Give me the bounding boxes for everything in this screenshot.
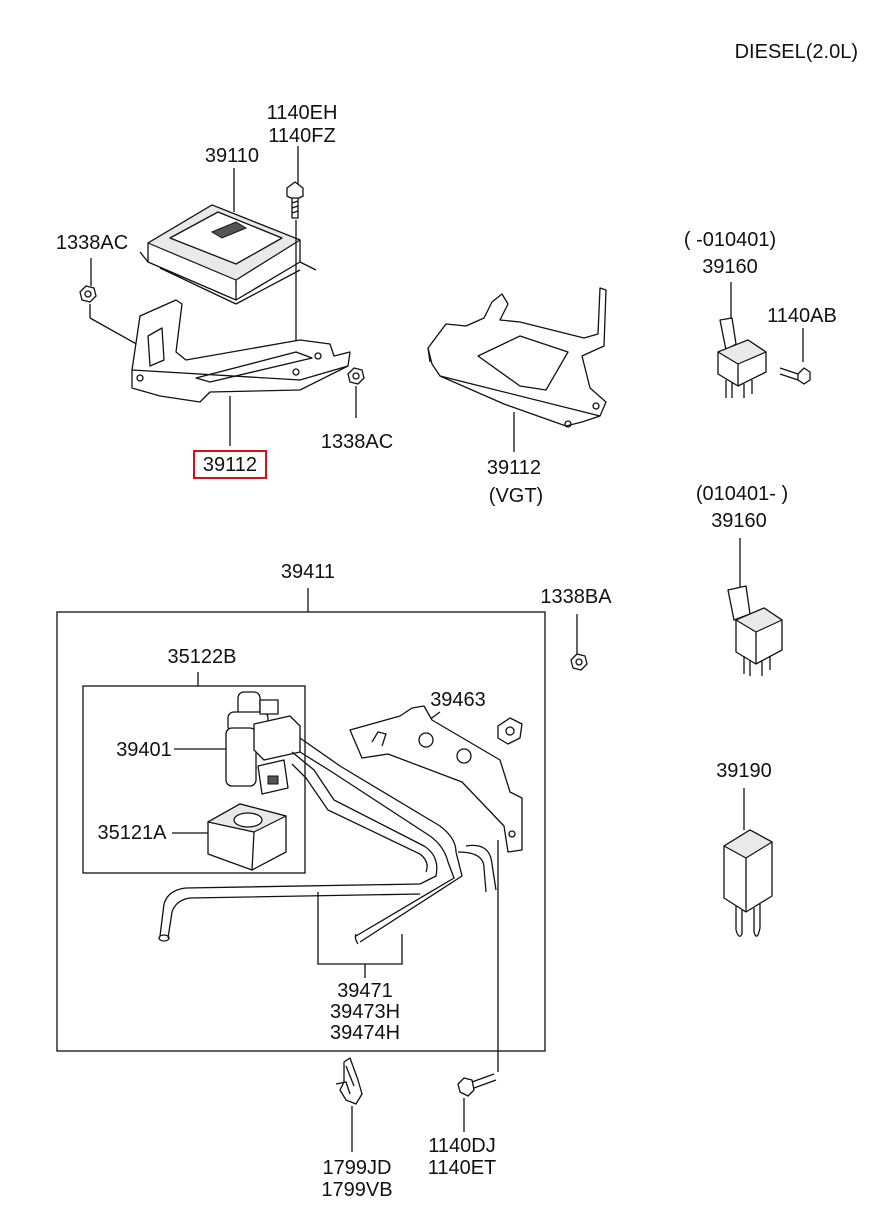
hose-bracket[interactable]: [349, 705, 523, 853]
leader-hoses: [317, 892, 403, 965]
vacuum-hoses[interactable]: [158, 737, 497, 945]
label-relay-top-range: ( -010401): [684, 229, 776, 251]
label-nut-left: 1338AC: [56, 232, 128, 254]
label-bracket-vgt-2: (VGT): [489, 485, 543, 507]
label-relay-bottom: 39160: [711, 510, 767, 532]
ecu-bracket[interactable]: [131, 299, 351, 403]
nut-assembly[interactable]: [570, 653, 588, 671]
label-hose-3: 39474H: [330, 1022, 400, 1044]
solenoid-valve[interactable]: [225, 691, 301, 795]
relay-bottom[interactable]: [727, 585, 783, 676]
label-nut-bracket: 1338AC: [321, 431, 393, 453]
module-39190[interactable]: [723, 829, 773, 937]
vgt-bracket[interactable]: [427, 287, 607, 428]
label-bracket-selected[interactable]: 39112: [203, 454, 257, 476]
label-hose-1: 39471: [337, 980, 393, 1002]
engine-label: DIESEL(2.0L): [735, 41, 858, 63]
label-clip-1: 1799JD: [323, 1157, 392, 1179]
relay-top-bolt[interactable]: [779, 367, 811, 385]
label-ecu-bolt-1: 1140EH: [267, 102, 338, 124]
valve-kit-frame[interactable]: [82, 685, 306, 874]
assembly-frame[interactable]: [56, 611, 546, 1052]
label-ecu: 39110: [205, 145, 259, 167]
nut-left[interactable]: [79, 285, 97, 303]
label-nut-assembly: 1338BA: [540, 586, 612, 608]
label-valve-kit: 35122B: [168, 646, 237, 668]
label-valve-holder: 35121A: [98, 822, 168, 844]
label-bracket-vgt-1: 39112: [487, 457, 541, 479]
label-valve: 39401: [116, 739, 172, 761]
label-bottom-bolt-2: 1140ET: [428, 1157, 497, 1179]
label-relay-top: 39160: [702, 256, 758, 278]
label-bottom-bolt-1: 1140DJ: [428, 1135, 495, 1157]
nut-left-to-bracket: [89, 317, 141, 347]
label-clip-2: 1799VB: [321, 1179, 392, 1201]
valve-holder[interactable]: [207, 803, 287, 871]
ecu-module[interactable]: [139, 204, 317, 305]
bottom-bolt[interactable]: [457, 1073, 497, 1097]
hose-clip[interactable]: [335, 1057, 363, 1105]
relay-top[interactable]: [717, 317, 767, 398]
label-assembly: 39411: [281, 561, 335, 583]
label-module: 39190: [716, 760, 772, 782]
selected-highlight-box: [193, 450, 267, 479]
label-hose-bracket: 39463: [430, 689, 486, 711]
nut-bracket[interactable]: [347, 367, 365, 385]
ecu-bolt[interactable]: [286, 181, 304, 219]
label-ecu-bolt-2: 1140FZ: [268, 125, 335, 147]
label-relay-bottom-range: (010401- ): [696, 483, 788, 505]
label-hose-2: 39473H: [330, 1001, 400, 1023]
label-relay-top-bolt: 1140AB: [767, 305, 837, 327]
